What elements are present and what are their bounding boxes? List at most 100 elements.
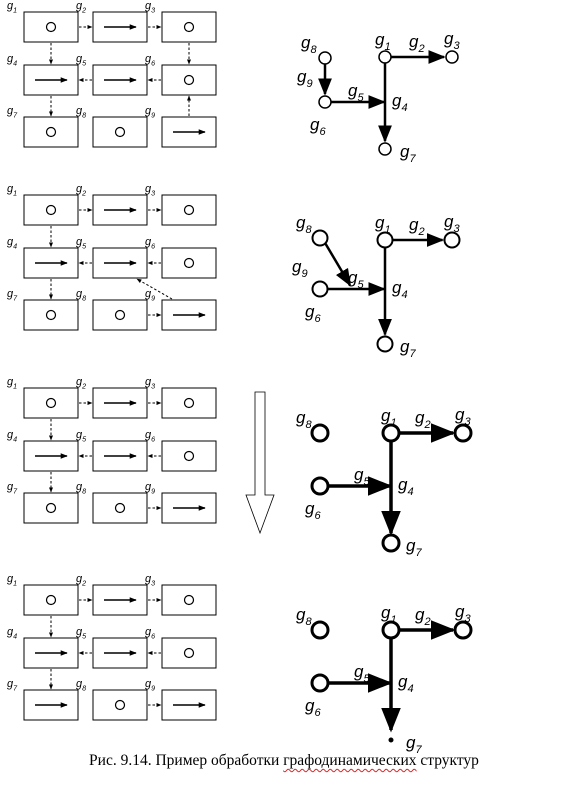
grid-label-g5: g5	[76, 429, 86, 443]
cell-g2	[92, 11, 148, 43]
grid-label-g3: g3	[145, 183, 155, 197]
grid-label-g9: g9	[145, 288, 155, 302]
grid-label-g8: g8	[76, 288, 86, 302]
graph-node-g3	[445, 50, 459, 64]
grid-label-g3: g3	[145, 573, 155, 587]
graph-label-g3: g3	[455, 602, 471, 625]
graph-label-g3: g3	[444, 212, 460, 235]
graph-node-g1	[376, 231, 394, 249]
graph-label-g8: g8	[301, 33, 317, 56]
graph-label-g7: g7	[406, 733, 422, 756]
graph-node-g7	[378, 142, 392, 156]
cell-g7	[23, 299, 79, 331]
cell-node-circle	[183, 257, 195, 269]
cell-node-circle	[45, 309, 57, 321]
graph-label-g3: g3	[455, 405, 471, 428]
cell-node-circle	[183, 204, 195, 216]
grid-label-g6: g6	[145, 626, 155, 640]
graph-node-g1	[378, 50, 392, 64]
cell-g7	[23, 116, 79, 148]
grid-label-g1: g1	[7, 183, 17, 197]
grid-label-g2: g2	[76, 573, 86, 587]
cell-node-circle	[183, 74, 195, 86]
caption-underlined-word: графодинамических	[283, 752, 417, 769]
cell-g1	[23, 194, 79, 226]
graph-node-g3	[453, 423, 473, 443]
edge-g8-g5	[324, 242, 352, 287]
graph-node-g8	[310, 620, 330, 640]
graph-node-g6	[311, 280, 329, 298]
graph-label-g8: g8	[296, 408, 312, 431]
graph-node-g8	[311, 229, 329, 247]
cell-g3	[161, 11, 217, 43]
transition-down-arrow	[245, 391, 275, 535]
cell-g6	[161, 247, 217, 279]
graph-label-g1: g1	[375, 30, 391, 53]
grid-label-g5: g5	[76, 626, 86, 640]
cell-node-circle	[183, 594, 195, 606]
cell-node-circle	[45, 204, 57, 216]
graph-label-g2: g2	[415, 605, 431, 628]
graph-node-g6	[310, 476, 330, 496]
cell-g6	[161, 637, 217, 669]
grid-label-g1: g1	[7, 0, 17, 14]
grid-label-g6: g6	[145, 429, 155, 443]
grid-label-g9: g9	[145, 105, 155, 119]
graph-label-g3: g3	[444, 29, 460, 52]
graph-node-g3	[453, 620, 473, 640]
grid-label-g4: g4	[7, 429, 17, 443]
graph-label-g8: g8	[296, 213, 312, 236]
grid-label-g6: g6	[145, 53, 155, 67]
grid-label-g8: g8	[76, 105, 86, 119]
graph-node-g1	[381, 620, 401, 640]
graph-node-g8	[318, 51, 332, 65]
grid-label-g1: g1	[7, 376, 17, 390]
cell-node-circle	[183, 397, 195, 409]
graph-label-g7: g7	[406, 536, 422, 559]
cell-node-circle	[114, 699, 126, 711]
grid-label-g5: g5	[76, 53, 86, 67]
grid-label-g8: g8	[76, 481, 86, 495]
graph-label-g5: g5	[354, 465, 370, 488]
cell-g6	[161, 64, 217, 96]
cell-node-circle	[45, 594, 57, 606]
grid-label-g2: g2	[76, 376, 86, 390]
graph-label-g9: g9	[297, 67, 313, 90]
graph-label-g6: g6	[305, 696, 321, 719]
graph-node-g6	[310, 673, 330, 693]
graph-label-g1: g1	[381, 406, 397, 429]
cell-node-circle	[114, 126, 126, 138]
graph-label-g4: g4	[392, 91, 408, 114]
graph-label-g2: g2	[409, 215, 425, 238]
cell-node-circle	[45, 397, 57, 409]
graph-label-g1: g1	[375, 213, 391, 236]
cell-node-circle	[45, 502, 57, 514]
cell-node-circle	[183, 647, 195, 659]
graph-label-g5: g5	[354, 662, 370, 685]
cell-g3	[161, 194, 217, 226]
graph-label-g8: g8	[296, 605, 312, 628]
graph-node-g6	[318, 95, 332, 109]
graph-node-g8	[310, 423, 330, 443]
caption-suffix: структур	[416, 752, 479, 769]
cell-g8	[92, 116, 148, 148]
grid-label-g3: g3	[145, 0, 155, 14]
cell-g8	[92, 299, 148, 331]
grid-label-g7: g7	[7, 288, 18, 302]
grid-label-g9: g9	[145, 481, 155, 495]
grid-label-g5: g5	[76, 236, 86, 250]
cell-g1	[23, 387, 79, 419]
graph-label-g4: g4	[398, 475, 414, 498]
hollow-down-arrow-shape	[245, 391, 275, 535]
graph-label-g6: g6	[305, 499, 321, 522]
graph-label-g6: g6	[305, 302, 321, 325]
dashed-link-g9-g5	[136, 278, 173, 300]
grid-label-g4: g4	[7, 53, 17, 67]
